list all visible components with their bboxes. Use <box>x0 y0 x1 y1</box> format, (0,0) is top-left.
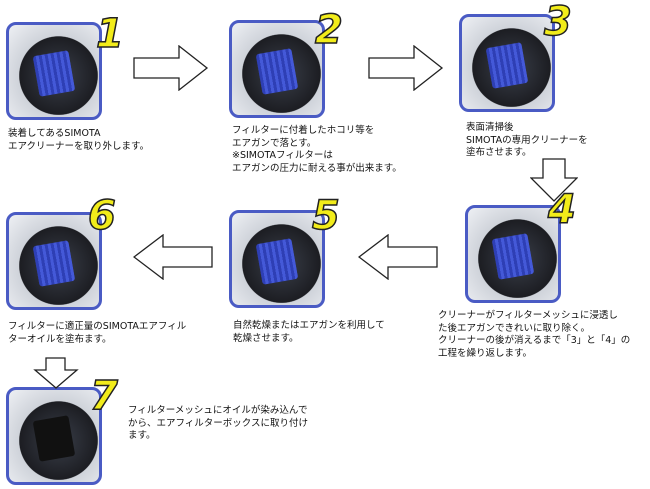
arrow-down-6-to-7-icon <box>33 357 79 389</box>
step-6-photo <box>6 212 102 310</box>
step-5-number: 5 <box>311 193 340 239</box>
step-7-text: フィルターメッシュにオイルが染み込んで から、エアフィルターボックスに取り付け … <box>128 405 309 441</box>
step-4-photo <box>465 205 561 303</box>
step-5-text: 自然乾燥またはエアガンを利用して 乾燥させます。 <box>233 320 385 344</box>
step-1-text: 装着してあるSIMOTA エアクリーナーを取り外します。 <box>8 128 150 152</box>
step-5-photo <box>229 210 325 308</box>
step-2-number: 2 <box>314 7 343 53</box>
arrow-left-4-to-5-icon <box>358 234 438 280</box>
step-4-text: クリーナーがフィルターメッシュに浸透し た後エアガンできれいに取り除く。 クリー… <box>438 310 631 359</box>
arrow-right-2-to-3-icon <box>368 45 444 91</box>
arrow-right-1-to-2-icon <box>133 45 209 91</box>
step-7-photo <box>6 387 102 485</box>
arrow-down-3-to-4-icon <box>530 158 578 202</box>
step-2-photo <box>229 20 325 118</box>
step-2-text: フィルターに付着したホコリ等を エアガンで落とす。 ※SIMOTAフィルターは … <box>232 125 402 174</box>
step-3-text: 表面清掃後 SIMOTAの専用クリーナーを 塗布させます。 <box>466 122 588 158</box>
step-6-number: 6 <box>87 193 116 239</box>
arrow-left-5-to-6-icon <box>133 234 213 280</box>
step-6-text: フィルターに適正量のSIMOTAエアフィル ターオイルを塗布ます。 <box>8 321 187 345</box>
step-1-photo <box>6 22 102 120</box>
step-3-photo <box>459 14 555 112</box>
step-7-number: 7 <box>89 373 118 419</box>
step-3-number: 3 <box>543 0 572 45</box>
step-1-number: 1 <box>95 11 124 57</box>
